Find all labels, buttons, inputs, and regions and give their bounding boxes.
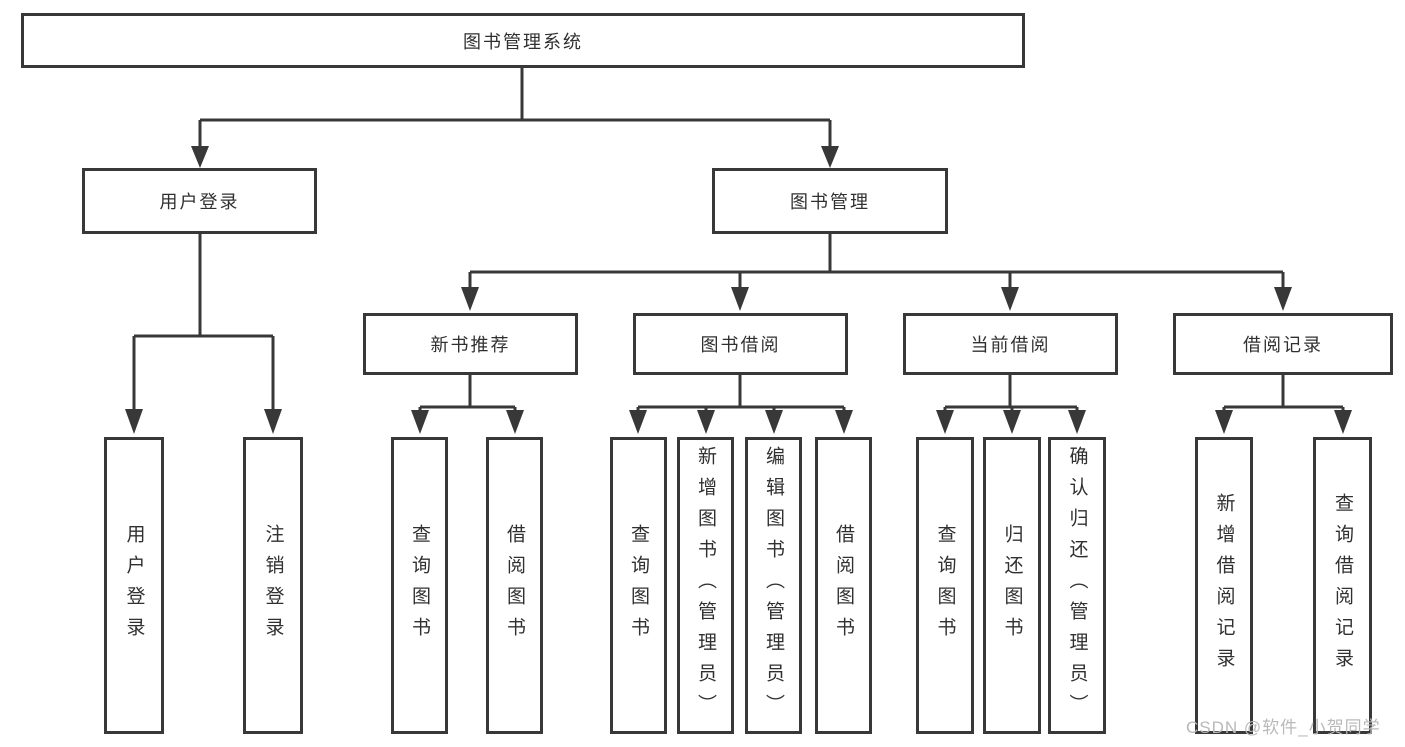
node-current-borrowing-label: 当前借阅 — [970, 335, 1051, 355]
node-edit-books-admin: 编辑图书（管理员） — [745, 437, 802, 734]
node-query-borrow-record: 查询借阅记录 — [1313, 437, 1372, 734]
watermark-text: CSDN @软件_小贺同学 — [1186, 718, 1381, 737]
node-confirm-return-admin-label: 确认归还（管理员） — [1066, 446, 1088, 725]
node-query-books-1: 查询图书 — [391, 437, 448, 734]
node-book-management-label: 图书管理 — [790, 192, 870, 212]
node-borrow-books-1: 借阅图书 — [486, 437, 543, 734]
node-borrow-books-2: 借阅图书 — [815, 437, 872, 734]
node-query-books-1-label: 查询图书 — [409, 523, 430, 648]
node-book-borrowing-label: 图书借阅 — [700, 335, 781, 355]
node-query-books-3-label: 查询图书 — [934, 523, 956, 648]
node-logout: 注销登录 — [243, 437, 303, 734]
node-query-books-3: 查询图书 — [916, 437, 974, 734]
node-add-books-admin-label: 新增图书（管理员） — [695, 446, 716, 725]
node-query-books-2-label: 查询图书 — [628, 523, 649, 648]
node-user-login-module-label: 用户登录 — [159, 192, 240, 212]
node-return-books: 归还图书 — [983, 437, 1041, 734]
node-query-books-2: 查询图书 — [610, 437, 667, 734]
arrowheads — [125, 146, 1352, 434]
node-current-borrowing: 当前借阅 — [903, 313, 1118, 375]
node-logout-label: 注销登录 — [262, 523, 284, 648]
node-borrow-books-1-label: 借阅图书 — [504, 523, 525, 648]
node-new-book-recommend-label: 新书推荐 — [430, 335, 511, 355]
node-library-system-label: 图书管理系统 — [463, 31, 583, 52]
node-borrow-books-2-label: 借阅图书 — [833, 523, 854, 648]
node-query-borrow-record-label: 查询借阅记录 — [1332, 492, 1353, 679]
node-add-books-admin: 新增图书（管理员） — [677, 437, 734, 734]
node-add-borrow-record-label: 新增借阅记录 — [1213, 492, 1235, 679]
node-borrow-records-label: 借阅记录 — [1243, 335, 1323, 355]
node-library-system: 图书管理系统 — [21, 13, 1025, 68]
node-add-borrow-record: 新增借阅记录 — [1195, 437, 1253, 734]
node-login-label: 用户登录 — [123, 523, 145, 648]
node-confirm-return-admin: 确认归还（管理员） — [1048, 437, 1106, 734]
node-user-login-module: 用户登录 — [82, 168, 317, 234]
node-new-book-recommend: 新书推荐 — [363, 313, 578, 375]
node-book-borrowing: 图书借阅 — [633, 313, 848, 375]
node-book-management: 图书管理 — [712, 168, 948, 234]
node-return-books-label: 归还图书 — [1001, 523, 1023, 648]
node-login: 用户登录 — [104, 437, 164, 734]
node-edit-books-admin-label: 编辑图书（管理员） — [763, 446, 784, 725]
node-borrow-records: 借阅记录 — [1173, 313, 1393, 375]
